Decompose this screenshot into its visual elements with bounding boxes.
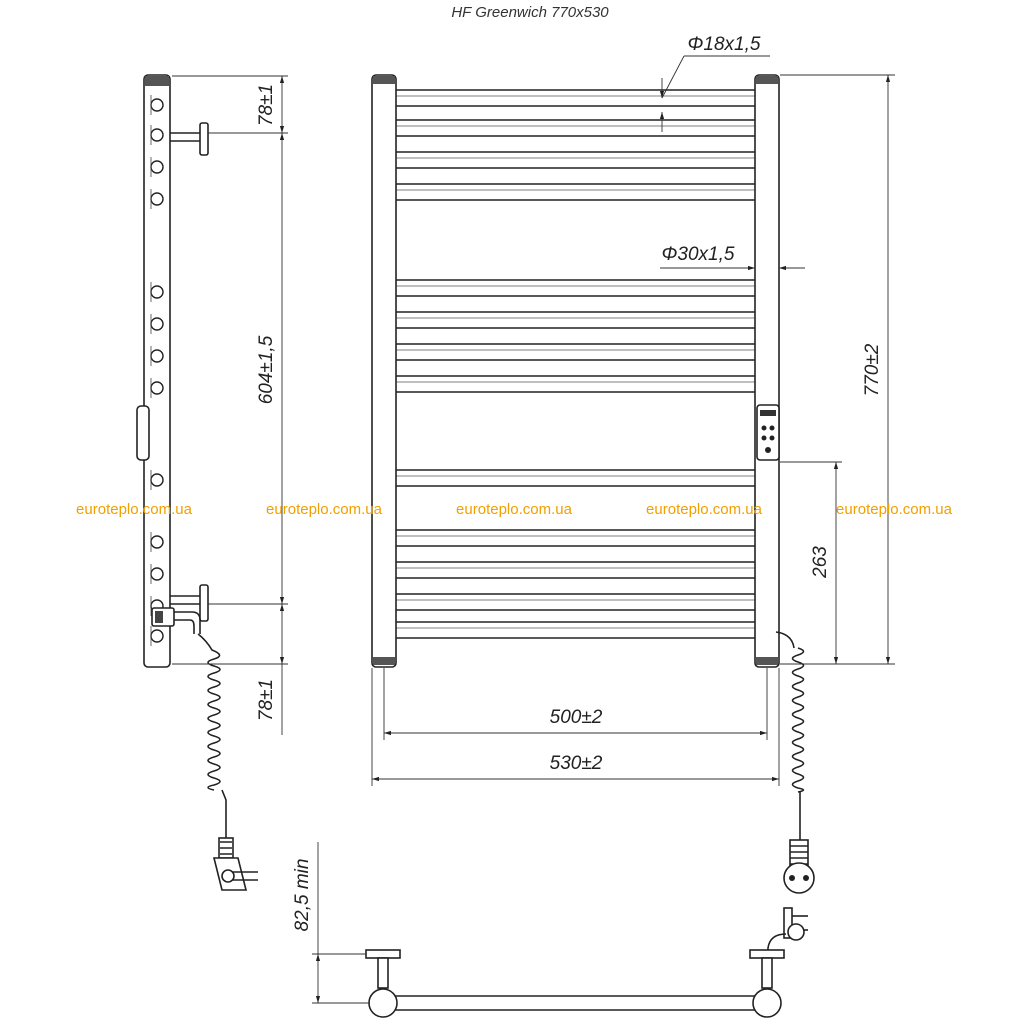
crossbar: [389, 593, 763, 611]
front-cable-start: [775, 631, 795, 649]
crossbar: [389, 529, 763, 547]
left-post-base: [373, 657, 395, 665]
svg-text:78±1: 78±1: [256, 84, 277, 126]
dim-inner-width: 500±2: [383, 668, 768, 740]
side-heater-connector: [151, 607, 201, 634]
svg-text:82,5 min: 82,5 min: [292, 859, 313, 932]
crossbar: [389, 279, 763, 297]
top-left-mount: [365, 949, 401, 1018]
watermark-text: euroteplo.com.ua: [266, 501, 383, 518]
dim-mount-spacing: 604±1,5: [208, 133, 288, 605]
watermark-text: euroteplo.com.ua: [646, 501, 763, 518]
front-view: Φ18x1,5 Φ30x1,5 770±2 263 500±2: [371, 34, 895, 956]
watermark-text: euroteplo.com.ua: [76, 501, 193, 518]
side-view: 78±1 604±1,5 78±1: [136, 74, 288, 891]
svg-text:770±2: 770±2: [862, 343, 883, 396]
side-bottom-mount: [170, 584, 209, 622]
side-control-unit: [136, 405, 150, 461]
svg-text:500±2: 500±2: [550, 707, 603, 728]
crossbar: [389, 621, 763, 639]
dim-overall-width: 530±2: [371, 668, 780, 786]
dim-wall-gap: 82,5 min: [292, 842, 370, 1004]
svg-text:Φ18x1,5: Φ18x1,5: [688, 34, 761, 55]
svg-text:604±1,5: 604±1,5: [256, 335, 277, 404]
bar-end: [150, 470, 164, 490]
front-coiled-cable: [791, 647, 805, 793]
side-post: [143, 74, 171, 668]
control-unit: [756, 404, 780, 461]
crossbar: [389, 151, 763, 169]
crossbar: [389, 183, 763, 201]
bar-end: [150, 125, 164, 145]
drawing-title: HF Greenwich 770x530: [451, 4, 609, 21]
svg-text:530±2: 530±2: [550, 753, 603, 774]
right-post: [754, 74, 780, 668]
bar-end: [150, 95, 164, 115]
svg-text:263: 263: [810, 546, 831, 579]
left-post-cap: [373, 76, 395, 84]
dim-control-height: 263: [780, 461, 842, 664]
svg-text:Φ30x1,5: Φ30x1,5: [662, 244, 735, 265]
crossbar: [389, 469, 763, 487]
watermark-text: euroteplo.com.ua: [836, 501, 953, 518]
watermark-text: euroteplo.com.ua: [456, 501, 573, 518]
bar-end: [150, 378, 164, 398]
top-right-mount: [749, 949, 785, 1018]
side-cable-straight: [221, 789, 227, 840]
crossbar: [389, 89, 763, 107]
side-bar-ends: [150, 95, 164, 646]
left-post: [371, 74, 397, 668]
svg-text:78±1: 78±1: [256, 679, 277, 721]
bar-end: [150, 189, 164, 209]
top-view: 82,5 min: [292, 842, 785, 1018]
bar-end: [150, 564, 164, 584]
dim-height: 770±2: [780, 74, 895, 665]
bar-end: [150, 346, 164, 366]
socket-detail-icon: [767, 907, 808, 956]
bar-end: [150, 314, 164, 334]
dim-top-offset: 78±1: [172, 75, 288, 134]
bar-end: [150, 157, 164, 177]
crossbar: [389, 561, 763, 579]
dim-bottom-offset: 78±1: [172, 604, 288, 735]
bar-end: [150, 532, 164, 552]
crossbar: [389, 311, 763, 329]
front-plug-icon: [783, 839, 815, 894]
crossbar: [389, 375, 763, 393]
crossbar: [389, 343, 763, 361]
side-top-mount: [170, 122, 209, 156]
watermark-row: euroteplo.com.ua euroteplo.com.ua eurotepl…: [76, 501, 953, 518]
crossbar: [389, 119, 763, 137]
dim-bar-diameter: Φ18x1,5: [659, 34, 770, 132]
right-post-cap: [756, 76, 778, 84]
side-plug-icon: [212, 837, 258, 891]
bar-end: [150, 626, 164, 646]
dim-post-diameter: Φ30x1,5: [660, 244, 805, 271]
side-coiled-cable: [197, 633, 221, 791]
front-crossbars: [389, 89, 763, 639]
bar-end: [150, 282, 164, 302]
right-post-base: [756, 657, 778, 665]
side-post-cap: [145, 76, 169, 86]
